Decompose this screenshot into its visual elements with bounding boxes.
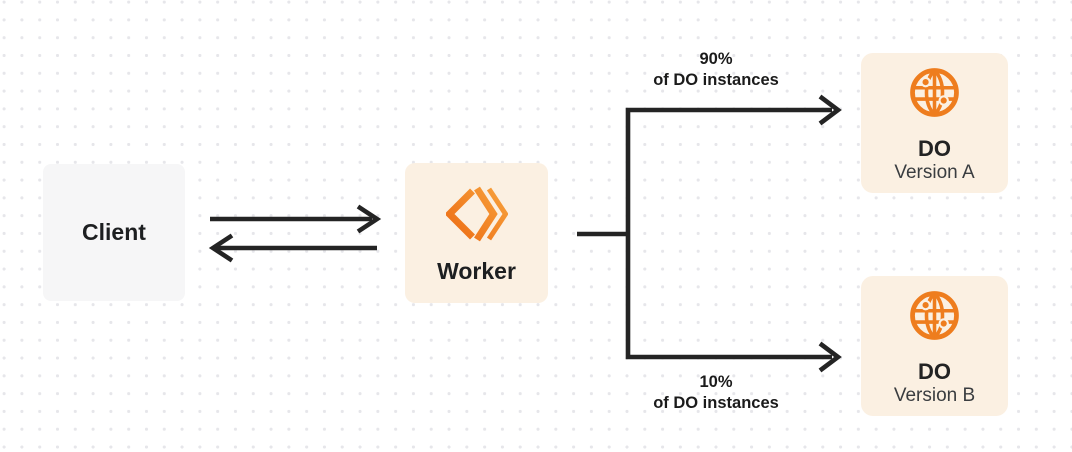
cloudflare-workers-icon	[445, 186, 508, 242]
edge-label-90-percent: 90% of DO instances	[606, 49, 826, 91]
edge-label-90-line1: 90%	[699, 50, 733, 68]
branch-bottom-arrowhead-icon	[818, 341, 842, 373]
node-client: Client	[43, 164, 185, 301]
do-b-title: DO	[918, 359, 951, 384]
edge-label-10-line2: of DO instances	[653, 394, 779, 412]
do-a-title: DO	[918, 136, 951, 161]
globe-icon	[910, 291, 959, 340]
node-worker: Worker	[405, 163, 548, 303]
client-to-worker-arrowhead-icon	[356, 204, 382, 234]
do-a-subtitle: Version A	[894, 162, 975, 183]
branch-bracket-line	[625, 107, 832, 360]
node-do-version-b: DO Version B	[861, 276, 1008, 416]
worker-label: Worker	[437, 258, 516, 284]
node-do-version-a: DO Version A	[861, 53, 1008, 193]
edge-label-10-line1: 10%	[699, 373, 733, 391]
globe-icon	[910, 68, 959, 117]
worker-to-client-arrowhead-icon	[208, 233, 234, 263]
edge-label-90-line2: of DO instances	[653, 71, 779, 89]
client-label: Client	[82, 219, 146, 245]
do-b-subtitle: Version B	[893, 385, 976, 406]
branch-top-arrowhead-icon	[818, 94, 842, 126]
edge-label-10-percent: 10% of DO instances	[606, 372, 826, 414]
